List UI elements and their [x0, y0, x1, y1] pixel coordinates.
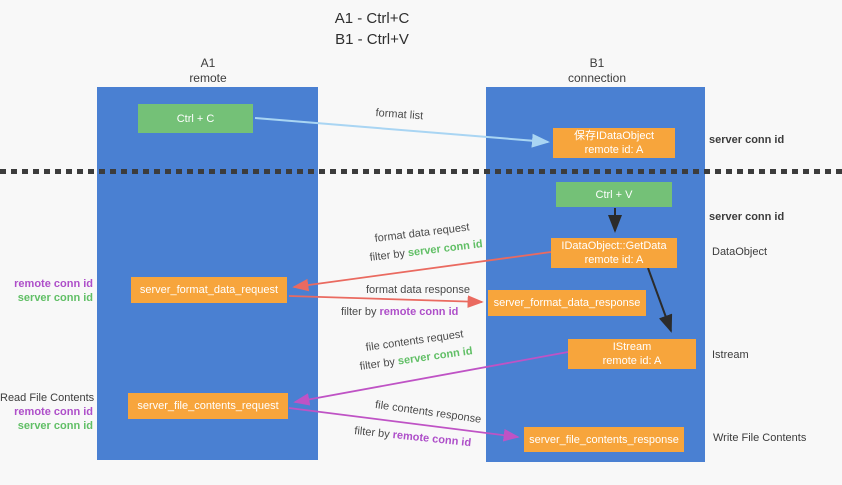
server-conn-id-key: server conn id — [407, 238, 484, 260]
left-file-conn-ids: Read File Contents remote conn id server… — [0, 391, 95, 433]
node-getdata-line2: remote id: A — [584, 254, 644, 266]
lane-header-a1: A1 remote — [138, 56, 278, 86]
lane-b1-name: B1 — [589, 56, 605, 70]
node-ctrl-v: Ctrl + V — [556, 182, 672, 207]
edge-label-file-contents-response-filter: filter by remote conn id — [354, 425, 472, 449]
lane-a1-subtitle: remote — [189, 71, 227, 85]
right-dataobject-label: DataObject — [712, 246, 768, 258]
node-server-format-data-response-label: server_format_data_response — [493, 297, 641, 309]
node-server-format-data-request: server_format_data_request — [131, 277, 287, 303]
edge-label-format-list: format list — [375, 107, 424, 123]
title-line-2: B1 - Ctrl+V — [335, 31, 409, 48]
node-save-dataobject: 保存IDataObject remote id: A — [553, 128, 675, 158]
right-server-conn-id-save: server conn id — [709, 134, 785, 146]
right-server-conn-id-ctrlv: server conn id — [709, 211, 785, 223]
remote-conn-id-label: remote conn id — [14, 278, 93, 290]
right-write-file-contents-label: Write File Contents — [713, 432, 807, 444]
server-conn-id-label: server conn id — [17, 292, 93, 304]
edge-label-format-data-response-filter: filter by remote conn id — [341, 306, 458, 318]
lane-b1-subtitle: connection — [567, 71, 627, 85]
lane-a1-name: A1 — [200, 56, 216, 70]
left-format-conn-ids: remote conn id server conn id — [0, 277, 93, 305]
node-ctrl-c: Ctrl + C — [138, 104, 253, 133]
node-server-file-contents-request-label: server_file_contents_request — [137, 400, 279, 412]
read-file-contents-label: Read File Contents — [0, 392, 95, 404]
node-ctrl-v-label: Ctrl + V — [595, 188, 633, 201]
node-getdata-line1: IDataObject::GetData — [561, 240, 667, 252]
right-istream-label: Istream — [712, 349, 749, 361]
node-server-format-data-response: server_format_data_response — [488, 290, 646, 316]
remote-conn-id-key: remote conn id — [379, 306, 459, 318]
node-save-dataobject-line2: remote id: A — [584, 144, 644, 156]
remote-conn-id-label: remote conn id — [14, 406, 93, 418]
copy-paste-separator-line — [0, 169, 842, 174]
title-line-1: A1 - Ctrl+C — [334, 10, 410, 27]
filter-by-text: filter by — [359, 355, 399, 373]
filter-by-text: filter by — [353, 425, 394, 441]
node-istream-line1: IStream — [612, 341, 652, 353]
filter-by-text: filter by — [369, 247, 409, 264]
edge-label-file-contents-response: file contents response — [374, 399, 482, 426]
node-istream: IStream remote id: A — [568, 339, 696, 369]
node-server-file-contents-response-label: server_file_contents_response — [529, 433, 679, 446]
server-conn-id-label: server conn id — [17, 420, 93, 432]
node-ctrl-c-label: Ctrl + C — [176, 112, 215, 125]
node-save-dataobject-line1: 保存IDataObject — [573, 130, 655, 142]
diagram-title: A1 - Ctrl+C B1 - Ctrl+V — [287, 8, 457, 50]
server-conn-id-key: server conn id — [397, 345, 474, 368]
node-server-format-data-request-label: server_format_data_request — [139, 284, 279, 296]
node-istream-line2: remote id: A — [602, 355, 662, 367]
node-server-file-contents-request: server_file_contents_request — [128, 393, 288, 419]
filter-by-text: filter by — [341, 306, 380, 318]
edge-label-format-data-response: format data response — [366, 284, 470, 296]
remote-conn-id-key: remote conn id — [392, 429, 472, 450]
node-getdata: IDataObject::GetData remote id: A — [551, 238, 677, 268]
node-server-file-contents-response: server_file_contents_response — [524, 427, 684, 452]
lane-header-b1: B1 connection — [527, 56, 667, 86]
